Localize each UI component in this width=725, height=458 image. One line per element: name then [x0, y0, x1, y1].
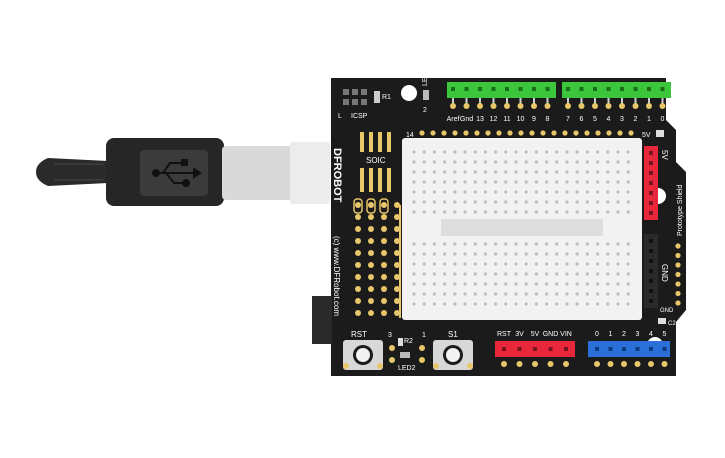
website-label: (c) www.DFRobot.com	[332, 236, 341, 316]
soic-label: SOIC	[366, 156, 386, 165]
digital-pin-label: Gnd	[460, 116, 473, 123]
digital-pad-row	[400, 129, 640, 137]
digital-pin-label: 2	[634, 116, 638, 123]
bottom-header-holes	[501, 347, 668, 367]
bottom-pin-label: 4	[649, 331, 653, 338]
digital-pin-label: 7	[566, 116, 570, 123]
digital-pin-label: 4	[607, 116, 611, 123]
bottom-pin-label: 1	[609, 331, 613, 338]
digital-pin-label: 10	[517, 116, 525, 123]
pin14-label: 14	[406, 132, 414, 139]
digital-pin-label: 5	[593, 116, 597, 123]
analog-header	[588, 341, 670, 357]
mount-hole-top	[401, 85, 417, 101]
digital-pin-label: 6	[580, 116, 584, 123]
r1-resistor	[374, 91, 380, 103]
bottom-pin-label: GND	[543, 331, 559, 338]
pin3-label: 3	[388, 332, 392, 339]
breadboard-channel	[441, 219, 603, 236]
led1	[423, 90, 429, 100]
digital-pin-label: 13	[476, 116, 484, 123]
c2-label: C2	[668, 321, 676, 327]
usb-metal-shell	[222, 146, 292, 200]
right-edge-pads	[675, 243, 681, 306]
gnd-small-label: GND	[660, 308, 674, 314]
digital-pin-label: Aref	[447, 116, 460, 123]
digital-pin-label: 12	[490, 116, 498, 123]
bottom-pin-label: VIN	[560, 331, 572, 338]
r1-label: R1	[382, 94, 391, 101]
r2-resistor	[398, 338, 403, 346]
rst-button[interactable]	[343, 340, 383, 370]
side-5v-label: 5V	[660, 150, 669, 160]
usb-cable	[36, 138, 330, 206]
side-header-holes	[649, 151, 653, 303]
bottom-pin-label: RST	[497, 331, 512, 338]
bottom-pin-label: 2	[622, 331, 626, 338]
usb-strain-relief	[36, 158, 108, 186]
bottom-pin-label: 3	[636, 331, 640, 338]
digital-pin-label: 9	[532, 116, 536, 123]
bottom-pin-label: 0	[595, 331, 599, 338]
s1-button-label: S1	[448, 330, 458, 339]
digital-pin-label: 3	[620, 116, 624, 123]
prototype-shield-label: Prototype Shield	[677, 185, 684, 236]
digital-header-left	[447, 82, 556, 98]
bottom-pads	[343, 345, 473, 369]
bottom-pin-label: 3V	[515, 331, 524, 338]
led2-label: LED2	[398, 365, 416, 372]
c2-capacitor	[658, 318, 666, 324]
usb-metal-tip	[290, 142, 330, 204]
brand-logo: DFROBOT	[331, 148, 343, 203]
digital-header-holes	[450, 87, 666, 109]
digital-pin-label: 1	[647, 116, 651, 123]
led1-label: LED1	[422, 68, 429, 86]
icsp-header	[343, 89, 367, 105]
top-right-component	[656, 130, 664, 137]
barrel-jack	[312, 296, 332, 344]
digital-pin-label: 8	[546, 116, 550, 123]
bottom-pin-label: 5	[663, 331, 667, 338]
bottom-pin-label: 5V	[531, 331, 540, 338]
prototype-pad-grid	[353, 198, 401, 318]
r2-label: R2	[404, 338, 413, 345]
icsp-label: ICSP	[351, 113, 368, 120]
led2	[400, 352, 410, 358]
top-5v-label: 5V	[642, 132, 651, 139]
s1-button[interactable]	[433, 340, 473, 370]
pin2-label: 2	[423, 107, 427, 114]
breadboard-holes	[412, 150, 630, 306]
pin1-label: 1	[422, 332, 426, 339]
rst-button-label: RST	[351, 330, 367, 339]
digital-pin-label: 0	[661, 116, 665, 123]
digital-header-right	[562, 82, 671, 98]
soic-footprint	[352, 130, 398, 196]
side-gnd-label: GND	[660, 264, 669, 282]
usb-symbol-icon	[152, 159, 202, 187]
digital-pin-label: 11	[503, 116, 510, 123]
l-label: L	[338, 113, 342, 120]
